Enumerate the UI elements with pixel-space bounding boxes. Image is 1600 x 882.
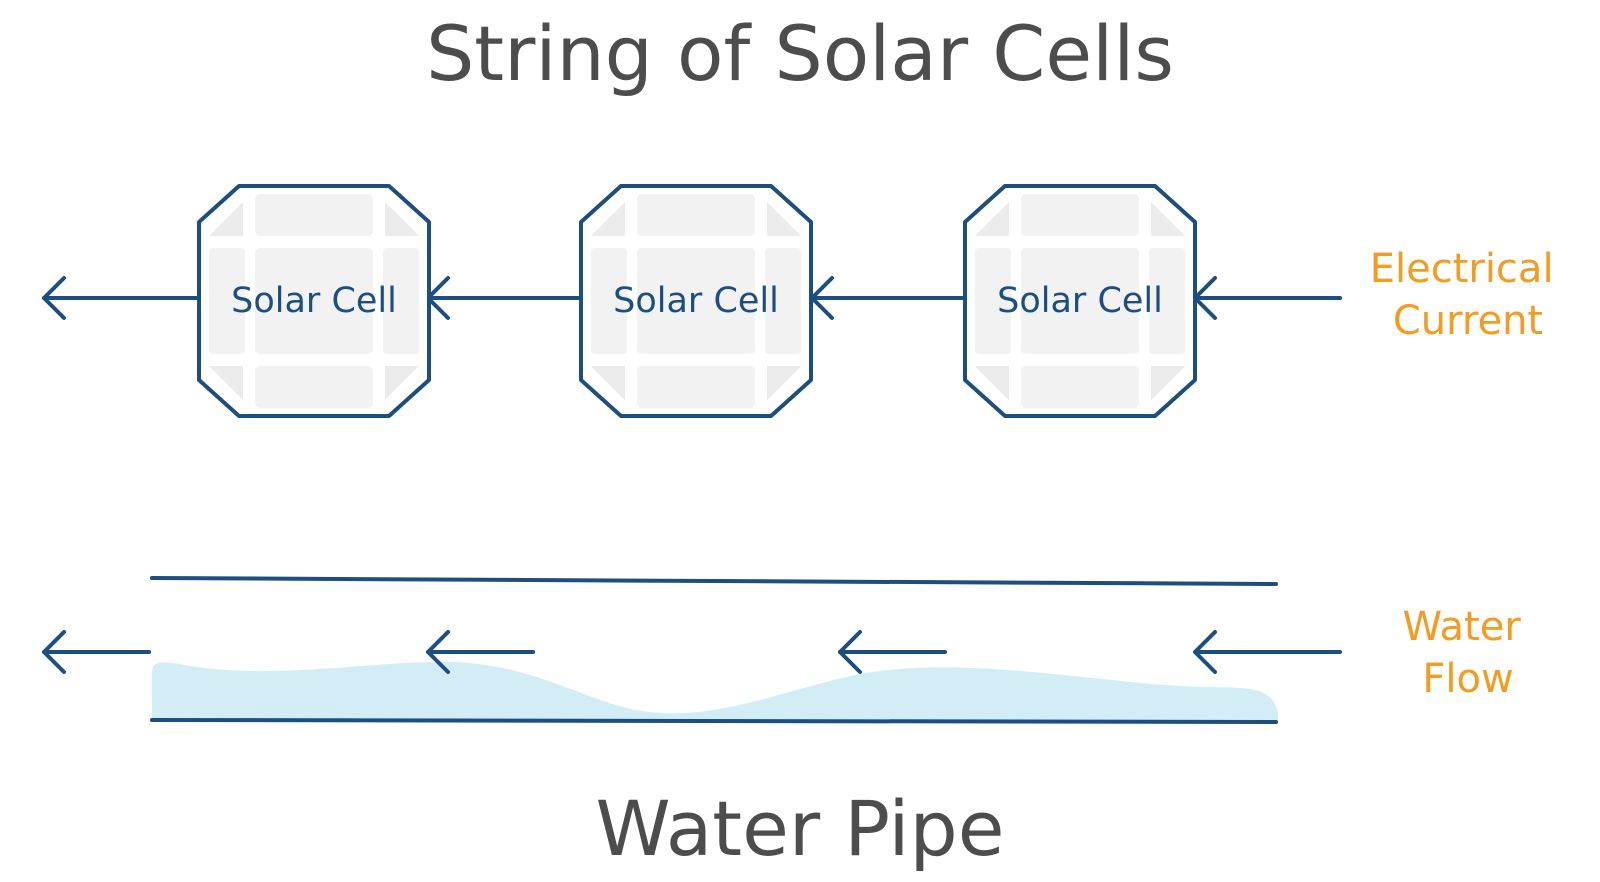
- solar-cell-3: Solar Cell: [963, 184, 1197, 418]
- wire-segment-incoming: [1193, 276, 1342, 320]
- wire-segment-outgoing: [42, 276, 201, 320]
- water-body: [152, 661, 1278, 722]
- water-flow-arrow-outgoing: [42, 630, 151, 674]
- pipe-top-wall: [150, 576, 1278, 586]
- pipe-bottom-wall: [150, 718, 1278, 724]
- electrical-current-label-line1: Electrical: [1370, 246, 1554, 292]
- solar-cell-label: Solar Cell: [997, 281, 1163, 321]
- water-pipe-title: Water Pipe: [595, 784, 1004, 873]
- water-flow-label: Water Flow: [1403, 604, 1534, 702]
- wire-segment-3-to-2: [810, 276, 967, 320]
- arrow-left-icon: [838, 630, 862, 674]
- water-flow-arrow-incoming: [1193, 630, 1342, 674]
- arrow-left-icon: [426, 630, 450, 674]
- arrow-left-icon: [1193, 630, 1217, 674]
- water-flow-label-line1: Water: [1403, 604, 1522, 650]
- water-flow-arrow-2: [426, 630, 535, 674]
- solar-cell-1: Solar Cell: [197, 184, 431, 418]
- electrical-current-label: Electrical Current: [1370, 246, 1567, 344]
- electrical-current-label-line2: Current: [1393, 298, 1543, 344]
- arrow-left-icon: [42, 276, 66, 320]
- solar-cell-2: Solar Cell: [579, 184, 813, 418]
- arrow-left-icon: [42, 630, 66, 674]
- water-flow-label-line2: Flow: [1422, 656, 1513, 702]
- solar-cell-string: Solar Cell Solar Cell: [42, 184, 1567, 418]
- solar-cell-label: Solar Cell: [231, 281, 397, 321]
- water-flow-arrow-3: [838, 630, 947, 674]
- water-pipe: Water Flow: [42, 576, 1534, 724]
- diagram-title: String of Solar Cells: [426, 9, 1174, 98]
- wire-segment-2-to-1: [426, 276, 583, 320]
- solar-cell-label: Solar Cell: [613, 281, 779, 321]
